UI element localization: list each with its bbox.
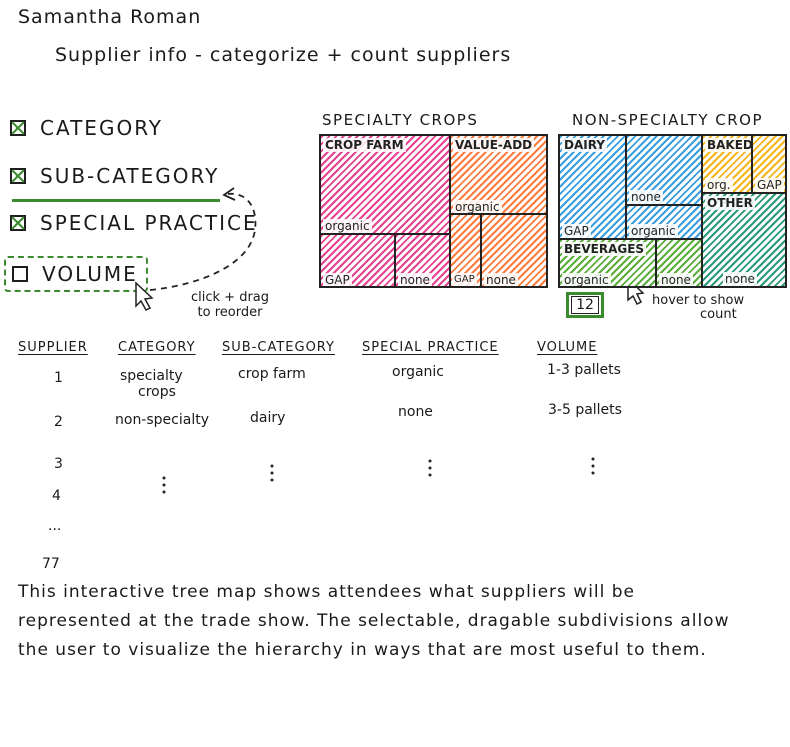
- cell-supplier-id: 2: [54, 414, 63, 430]
- cell-sublabel: GAP: [755, 178, 784, 192]
- cell-sublabel: org.: [705, 178, 733, 192]
- cell-value-add[interactable]: VALUE-ADD organic: [449, 134, 548, 215]
- cell-beverages-organic[interactable]: BEVERAGES organic: [558, 238, 657, 288]
- level-category[interactable]: CATEGORY: [10, 116, 163, 140]
- level-label: SUB-CATEGORY: [40, 164, 220, 188]
- cell-beverages-none[interactable]: none: [655, 238, 703, 288]
- cell-special-practice: none: [398, 404, 433, 420]
- hover-note-line2: count: [700, 307, 737, 322]
- cell-special-practice: organic: [392, 364, 445, 380]
- cell-sublabel: none: [484, 273, 518, 287]
- cell-category: specialty: [120, 368, 183, 384]
- level-label: SPECIAL PRACTICE: [40, 211, 258, 235]
- cell-sub-category: crop farm: [238, 366, 306, 382]
- checkbox-checked-icon[interactable]: [10, 120, 26, 136]
- page-subtitle: Supplier info - categorize + count suppl…: [55, 44, 512, 66]
- cell-sublabel: GAP: [562, 224, 591, 238]
- cursor-icon: [135, 281, 154, 311]
- cell-label: OTHER: [705, 196, 755, 210]
- col-header-supplier: SUPPLIER: [18, 340, 88, 355]
- cell-other[interactable]: OTHER none: [701, 192, 787, 288]
- cell-label: DAIRY: [562, 138, 607, 152]
- tooltip-count: 12: [571, 296, 599, 314]
- cell-supplier-id: 4: [52, 488, 61, 504]
- description-paragraph: This interactive tree map shows attendee…: [18, 582, 730, 660]
- level-sub-category[interactable]: SUB-CATEGORY: [10, 164, 219, 188]
- cell-sublabel: none: [723, 272, 757, 286]
- cell-sublabel: organic: [453, 200, 502, 214]
- cell-label: VALUE-ADD: [453, 138, 535, 152]
- cell-label: BAKED: [705, 138, 753, 152]
- level-volume-dragging[interactable]: VOLUME: [4, 256, 148, 292]
- level-label: CATEGORY: [40, 116, 164, 140]
- level-label: VOLUME: [42, 262, 138, 286]
- cell-supplier-id: 1: [54, 370, 63, 386]
- drag-note: click + drag to reorder: [190, 290, 270, 320]
- cell-supplier-id: 77: [42, 556, 60, 572]
- cell-baked-organic[interactable]: BAKED org.: [701, 134, 753, 194]
- cell-sublabel: organic: [629, 224, 678, 238]
- col-header-sub-category: SUB-CATEGORY: [222, 340, 335, 355]
- checkbox-checked-icon[interactable]: [10, 215, 26, 231]
- cell-value-none[interactable]: none: [480, 213, 548, 288]
- cell-label: CROP FARM: [323, 138, 406, 152]
- cell-label: BEVERAGES: [562, 242, 647, 256]
- rows-ellipsis: ...: [48, 518, 62, 534]
- cell-crop-gap[interactable]: GAP: [319, 233, 396, 288]
- drop-indicator: [12, 199, 220, 202]
- checkbox-unchecked-icon[interactable]: [12, 266, 28, 282]
- cell-volume: 3-5 pallets: [548, 402, 622, 418]
- cell-sublabel: GAP: [323, 273, 352, 287]
- cell-sublabel: none: [659, 273, 693, 287]
- treemap-specialty-title: SPECIALTY CROPS: [322, 111, 479, 129]
- cell-baked-gap[interactable]: GAP: [751, 134, 787, 194]
- cell-sublabel: organic: [562, 273, 611, 287]
- hover-count-tooltip: 12: [566, 292, 604, 318]
- cell-sublabel: organic: [323, 219, 372, 233]
- cell-volume: 1-3 pallets: [547, 362, 621, 378]
- cell-sub-category: dairy: [250, 410, 286, 426]
- cell-category: crops: [138, 384, 176, 400]
- level-special-practice[interactable]: SPECIAL PRACTICE: [10, 211, 258, 235]
- cell-sublabel: GAP: [452, 273, 477, 286]
- cell-sublabel: none: [629, 190, 663, 204]
- cell-category: non-specialty: [115, 412, 209, 428]
- author-name: Samantha Roman: [18, 6, 202, 28]
- treemap-nonspecialty-title: NON-SPECIALTY CROP: [572, 111, 763, 129]
- col-header-special-practice: SPECIAL PRACTICE: [362, 340, 499, 355]
- col-header-category: CATEGORY: [118, 340, 196, 355]
- hover-note-line1: hover to show: [652, 293, 745, 308]
- cell-supplier-id: 3: [54, 456, 63, 472]
- checkbox-checked-icon[interactable]: [10, 168, 26, 184]
- cell-sublabel: none: [398, 273, 432, 287]
- col-header-volume: VOLUME: [537, 340, 598, 355]
